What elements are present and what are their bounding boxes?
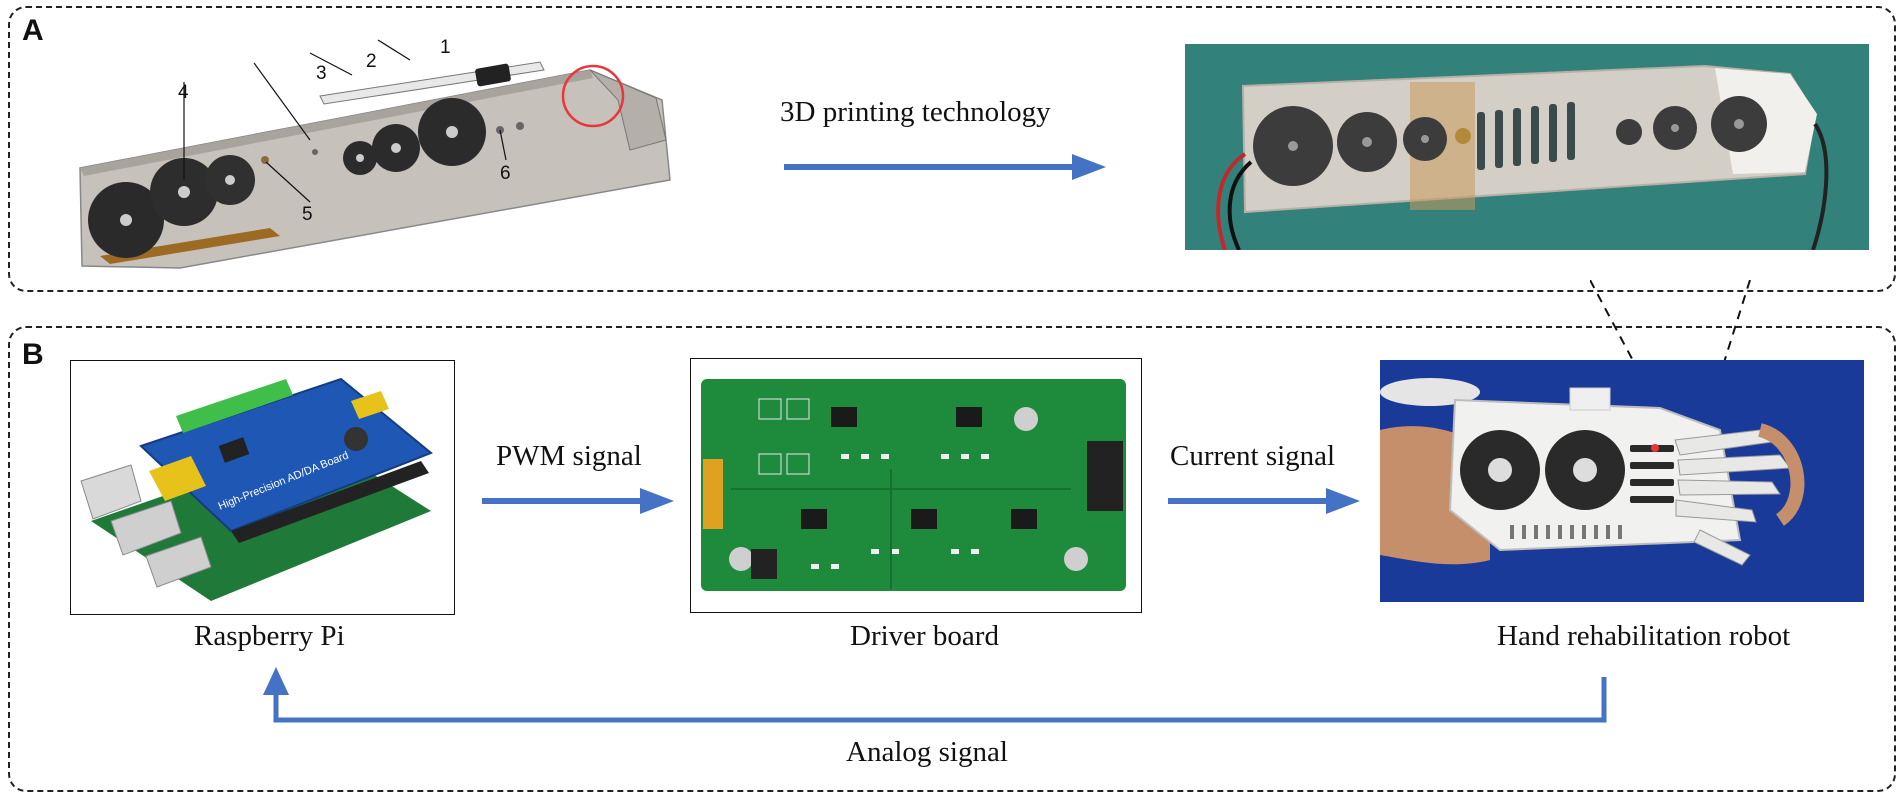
callout-2: 2 [366,51,377,72]
analog-signal-label: Analog signal [846,736,1008,768]
callout-4: 4 [178,82,189,103]
callout-numbers: 1 2 3 4 5 6 [178,37,511,225]
cad-render [70,30,690,270]
panel-b-label: B [22,338,44,371]
callout-1: 1 [440,37,451,58]
pi-board-label-layer: High-Precision AD/DA Board [217,449,351,512]
printing-arrow-label: 3D printing technology [780,96,1051,128]
current-arrow [1168,488,1360,514]
hand-robot-photo [1380,360,1864,602]
callout-6: 6 [500,163,511,184]
analog-feedback-arrow [263,667,1607,723]
driver-board-caption: Driver board [850,620,999,652]
printing-arrow [784,154,1106,180]
panel-b-box [8,326,1896,792]
panel-a-box [8,6,1896,292]
robot-caption: Hand rehabilitation robot [1497,620,1791,652]
panel-a-label: A [22,14,44,47]
printed-module-photo [1185,44,1869,250]
driver-board-frame [690,358,1142,613]
raspberry-pi-caption: Raspberry Pi [194,620,345,652]
callout-3: 3 [316,63,327,84]
callout-5: 5 [302,204,313,225]
raspberry-pi-frame [70,360,455,615]
pwm-arrow [482,488,674,514]
current-signal-label: Current signal [1170,440,1336,472]
pi-board-label: High-Precision AD/DA Board [217,449,351,512]
pwm-signal-label: PWM signal [496,440,642,472]
